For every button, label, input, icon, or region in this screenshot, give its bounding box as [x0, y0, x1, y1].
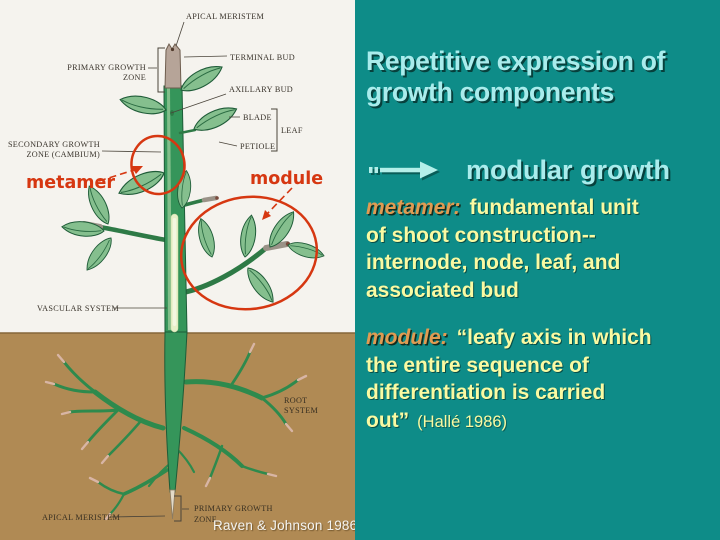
module-def-line-2: the entire sequence of [366, 353, 589, 377]
stem [163, 42, 188, 333]
metamer-def-line-2: of shoot construction-- [366, 223, 596, 247]
modular-growth-label: modular growth [466, 154, 670, 185]
metamer-arrowhead [131, 166, 143, 174]
module-citation: (Hallé 1986) [417, 412, 508, 431]
metamer-term: metamer: [366, 196, 461, 219]
module-definition: module: “leafy axis in which the entire s… [366, 324, 716, 436]
metamer-def-line-3: internode, node, leaf, and [366, 251, 621, 274]
title-line-2: growth components [366, 77, 615, 107]
root-system [44, 331, 308, 521]
label-primary-growth-zone-bottom-2: ZONE [194, 515, 217, 524]
label-root-system-1: ROOT [284, 396, 308, 405]
plant-figure-panel: APICAL MERISTEM TERMINAL BUD PRIMARY GRO… [0, 0, 358, 540]
module-term: module: [366, 326, 448, 349]
module-arrowhead [262, 210, 271, 220]
label-terminal-bud: TERMINAL BUD [230, 53, 295, 62]
metamer-text-1: fundamental unit [469, 196, 639, 219]
label-leaf: LEAF [281, 126, 303, 135]
metamer-definition: metamer: fundamental unit of shoot constr… [366, 194, 716, 304]
figure-credit: Raven & Johnson 1986 [213, 518, 358, 533]
module-annotation: module [250, 169, 323, 189]
metamer-circle [130, 134, 186, 196]
red-annotations: metamer module [26, 134, 323, 311]
slide-title: Repetitive expression of growth componen… [366, 46, 665, 108]
module-text-1: “leafy axis in which [456, 326, 652, 349]
modular-growth-row: modular growth [369, 152, 670, 188]
plant-diagram: APICAL MERISTEM TERMINAL BUD PRIMARY GRO… [0, 0, 355, 540]
label-axillary-bud: AXILLARY BUD [229, 85, 293, 94]
shoot-apical-meristem [170, 47, 175, 52]
label-petiole: PETIOLE [240, 142, 275, 151]
module-def-line-3: differentiation is carried [366, 381, 606, 404]
module-def-line-4: out” (Hallé 1986) [366, 407, 716, 437]
label-secondary-growth-zone-1: SECONDARY GROWTH [8, 140, 100, 149]
label-primary-growth-zone-top-2: ZONE [123, 73, 146, 82]
right-arrow-icon [369, 161, 438, 179]
metamer-def-line-1: metamer: fundamental unit [366, 194, 716, 222]
label-secondary-growth-zone-2: ZONE (CAMBIUM) [26, 150, 100, 159]
module-def-line-1: module: “leafy axis in which [366, 324, 716, 352]
figure-labels: APICAL MERISTEM TERMINAL BUD PRIMARY GRO… [8, 12, 319, 524]
title-line-1: Repetitive expression of [366, 46, 666, 76]
label-apical-meristem-top: APICAL MERISTEM [186, 12, 265, 21]
label-primary-growth-zone-top-1: PRIMARY GROWTH [67, 63, 146, 72]
leaves [60, 59, 327, 307]
module-ellipse [179, 195, 319, 311]
text-panel: Repetitive expression of growth componen… [355, 0, 720, 540]
label-vascular-system: VASCULAR SYSTEM [37, 304, 119, 313]
metamer-annotation: metamer [26, 173, 115, 193]
metamer-def-line-4: associated bud [366, 278, 519, 302]
terminal-bud [164, 42, 182, 89]
root-apical-meristem [169, 489, 176, 520]
label-blade: BLADE [243, 113, 272, 122]
label-apical-meristem-bottom: APICAL MERISTEM [42, 513, 121, 522]
label-root-system-2: SYSTEM [284, 406, 319, 415]
module-text-4: out” [366, 408, 410, 432]
label-primary-growth-zone-bottom-1: PRIMARY GROWTH [194, 504, 273, 513]
